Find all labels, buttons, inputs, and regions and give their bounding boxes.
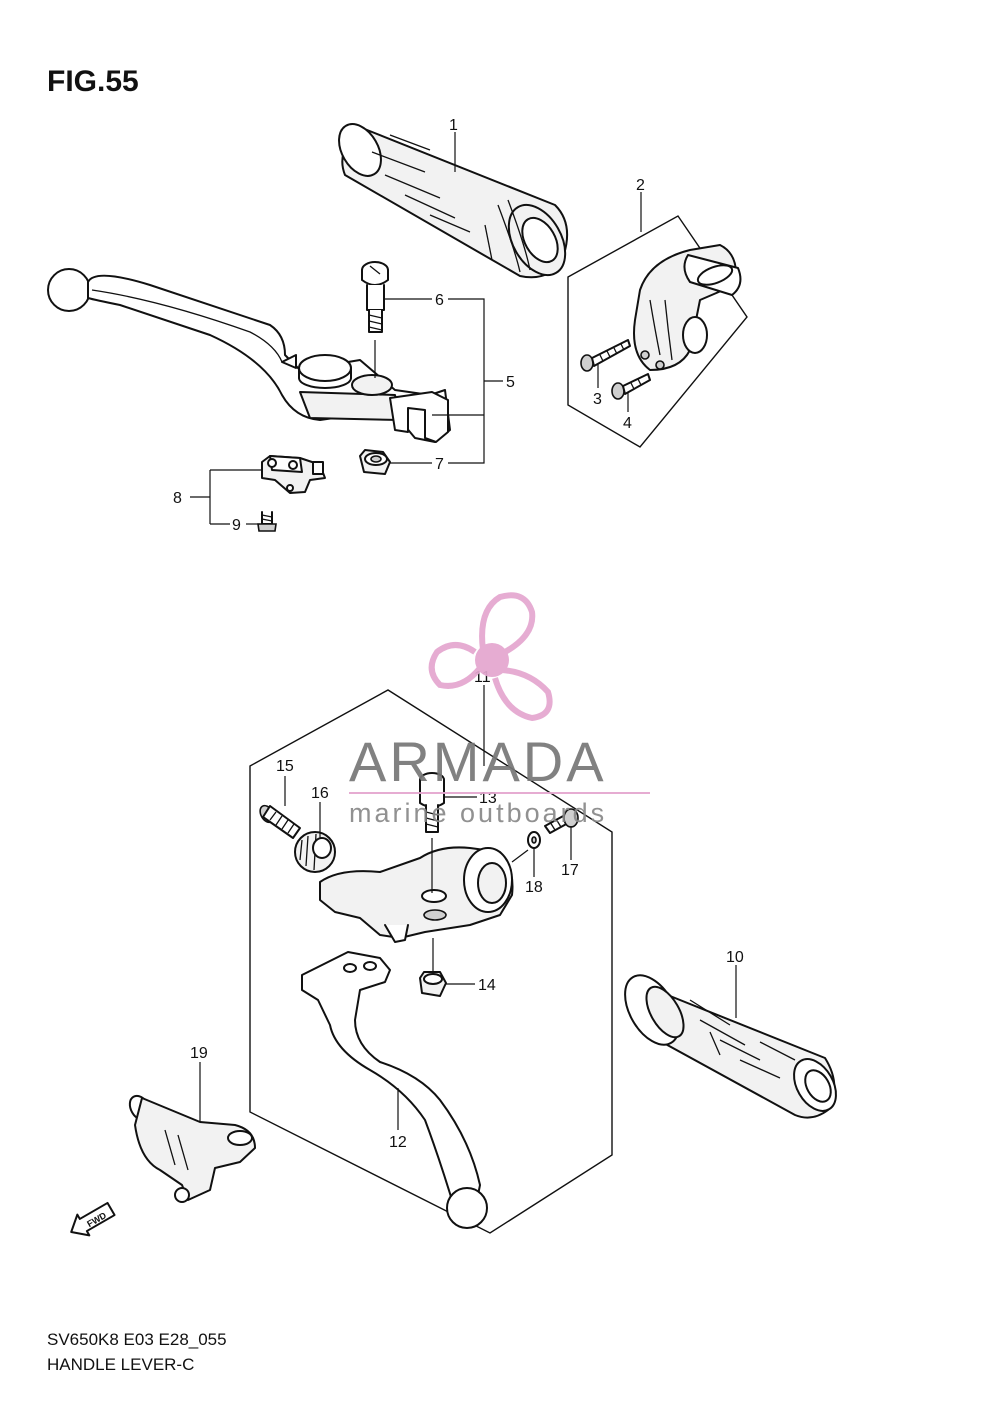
callout-1: 1 [449, 117, 458, 134]
callout-labels: 1 2 3 4 5 6 7 8 9 10 11 12 13 14 15 16 1… [173, 117, 744, 1151]
callout-12: 12 [389, 1134, 407, 1151]
callout-15: 15 [276, 758, 294, 775]
housing-screw-short [611, 373, 651, 400]
callout-4: 4 [623, 415, 632, 432]
adjuster-knob [294, 831, 336, 873]
pivot-bolt [361, 261, 389, 378]
callout-13: 13 [479, 790, 497, 807]
callout-8: 8 [173, 490, 182, 507]
clutch-lever [301, 951, 488, 1229]
callout-10: 10 [726, 949, 744, 966]
forward-arrow-icon: FWD [70, 1201, 116, 1237]
propeller-hub [475, 643, 509, 677]
master-cylinder-frame [249, 689, 613, 1234]
figure-caption: HANDLE LEVER-C [47, 1355, 194, 1374]
model-code: SV650K8 E03 E28_055 [47, 1330, 227, 1349]
callout-18: 18 [525, 879, 543, 896]
upper-leader-lines [190, 132, 642, 525]
lever-switch [261, 455, 326, 494]
housing-screw-long [580, 339, 631, 372]
clutch-switch [128, 1094, 256, 1203]
callout-5: 5 [506, 374, 515, 391]
brake-lever [47, 268, 451, 443]
watermark-tagline: marine outboards [349, 798, 607, 828]
lever-holder [319, 846, 514, 943]
callout-16: 16 [311, 785, 329, 802]
switch-screw [257, 511, 277, 532]
callout-17: 17 [561, 862, 579, 879]
figure-title: FIG.55 [47, 65, 139, 98]
callout-9: 9 [232, 517, 241, 534]
callout-7: 7 [435, 456, 444, 473]
handlebar-grip [624, 974, 837, 1119]
watermark: ARMADA marine outboards [349, 592, 650, 828]
callout-14: 14 [478, 977, 496, 994]
switch-housing-group [567, 215, 748, 448]
throttle-grip [338, 123, 569, 279]
callout-2: 2 [636, 177, 645, 194]
pivot-nut [359, 449, 391, 475]
callout-3: 3 [593, 391, 602, 408]
callout-6: 6 [435, 292, 444, 309]
callout-19: 19 [190, 1045, 208, 1062]
propeller-icon [428, 592, 553, 722]
watermark-name: ARMADA [349, 730, 607, 793]
lower-leader-lines [199, 685, 737, 1130]
lever-nut [419, 971, 447, 997]
lever-bolt [419, 772, 445, 893]
adjuster-screw [259, 804, 301, 839]
washer-hole [531, 836, 537, 844]
